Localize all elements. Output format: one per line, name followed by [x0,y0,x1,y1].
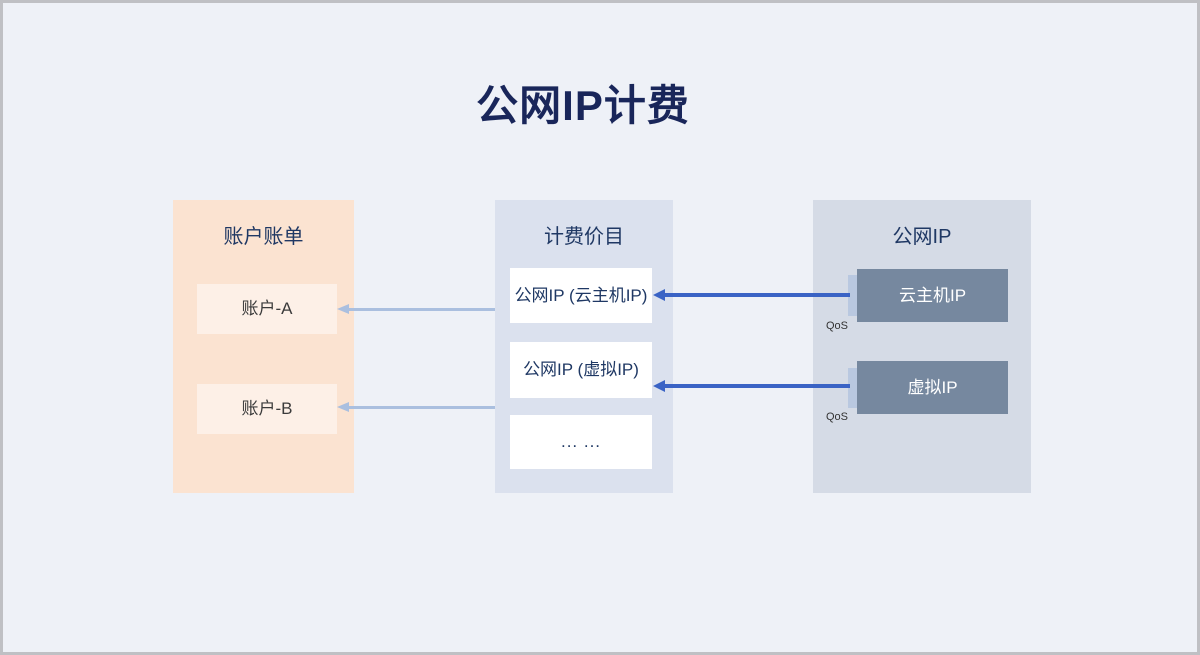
panel-pricing: 计费价目 公网IP (云主机IP) 公网IP (虚拟IP) ... ... [495,200,673,493]
node-account-b: 账户-B [197,384,337,434]
node-cloud-host-ip-label: 云主机IP [898,286,967,305]
node-price-virtual-ip: 公网IP (虚拟IP) [510,342,652,398]
panel-accounts: 账户账单 账户-A 账户-B [173,200,354,493]
node-price-ellipsis: ... ... [510,415,652,469]
qos-label-virtual-ip: QoS [826,411,849,423]
arrow-cloud-host-ip-to-pricing-line [664,293,850,297]
node-virtual-ip-label: 虚拟IP [907,378,958,397]
panel-accounts-header: 账户账单 [223,226,304,248]
node-account-a-label: 账户-A [241,299,293,318]
arrow-pricing-to-account-a-line [349,308,495,311]
arrow-pricing-to-account-a-head-icon [337,304,349,314]
node-cloud-host-ip: 云主机IP [857,269,1008,322]
diagram-title: 公网IP计费 [476,82,690,129]
arrow-pricing-to-account-b-line [349,406,495,409]
panel-public-ip-header: 公网IP [892,226,952,248]
node-price-cloud-host-ip-label: 公网IP (云主机IP) [514,286,648,305]
node-price-virtual-ip-label: 公网IP (虚拟IP) [523,360,639,379]
node-account-a: 账户-A [197,284,337,334]
panel-pricing-header: 计费价目 [544,226,624,248]
node-virtual-ip: 虚拟IP [857,361,1008,414]
arrow-pricing-to-account-b-head-icon [337,402,349,412]
arrow-virtual-ip-to-pricing-line [664,384,850,388]
node-price-ellipsis-label: ... ... [560,432,602,451]
arrow-cloud-host-ip-to-pricing-head-icon [653,289,665,301]
node-account-b-label: 账户-B [241,399,293,418]
panel-public-ip: 公网IP 云主机IP QoS 虚拟IP QoS [813,200,1031,493]
qos-port-cloud-host-ip [848,275,858,316]
node-price-cloud-host-ip: 公网IP (云主机IP) [510,268,652,323]
qos-port-virtual-ip [848,368,858,408]
qos-label-cloud-host-ip: QoS [826,320,849,332]
arrow-virtual-ip-to-pricing-head-icon [653,380,665,392]
